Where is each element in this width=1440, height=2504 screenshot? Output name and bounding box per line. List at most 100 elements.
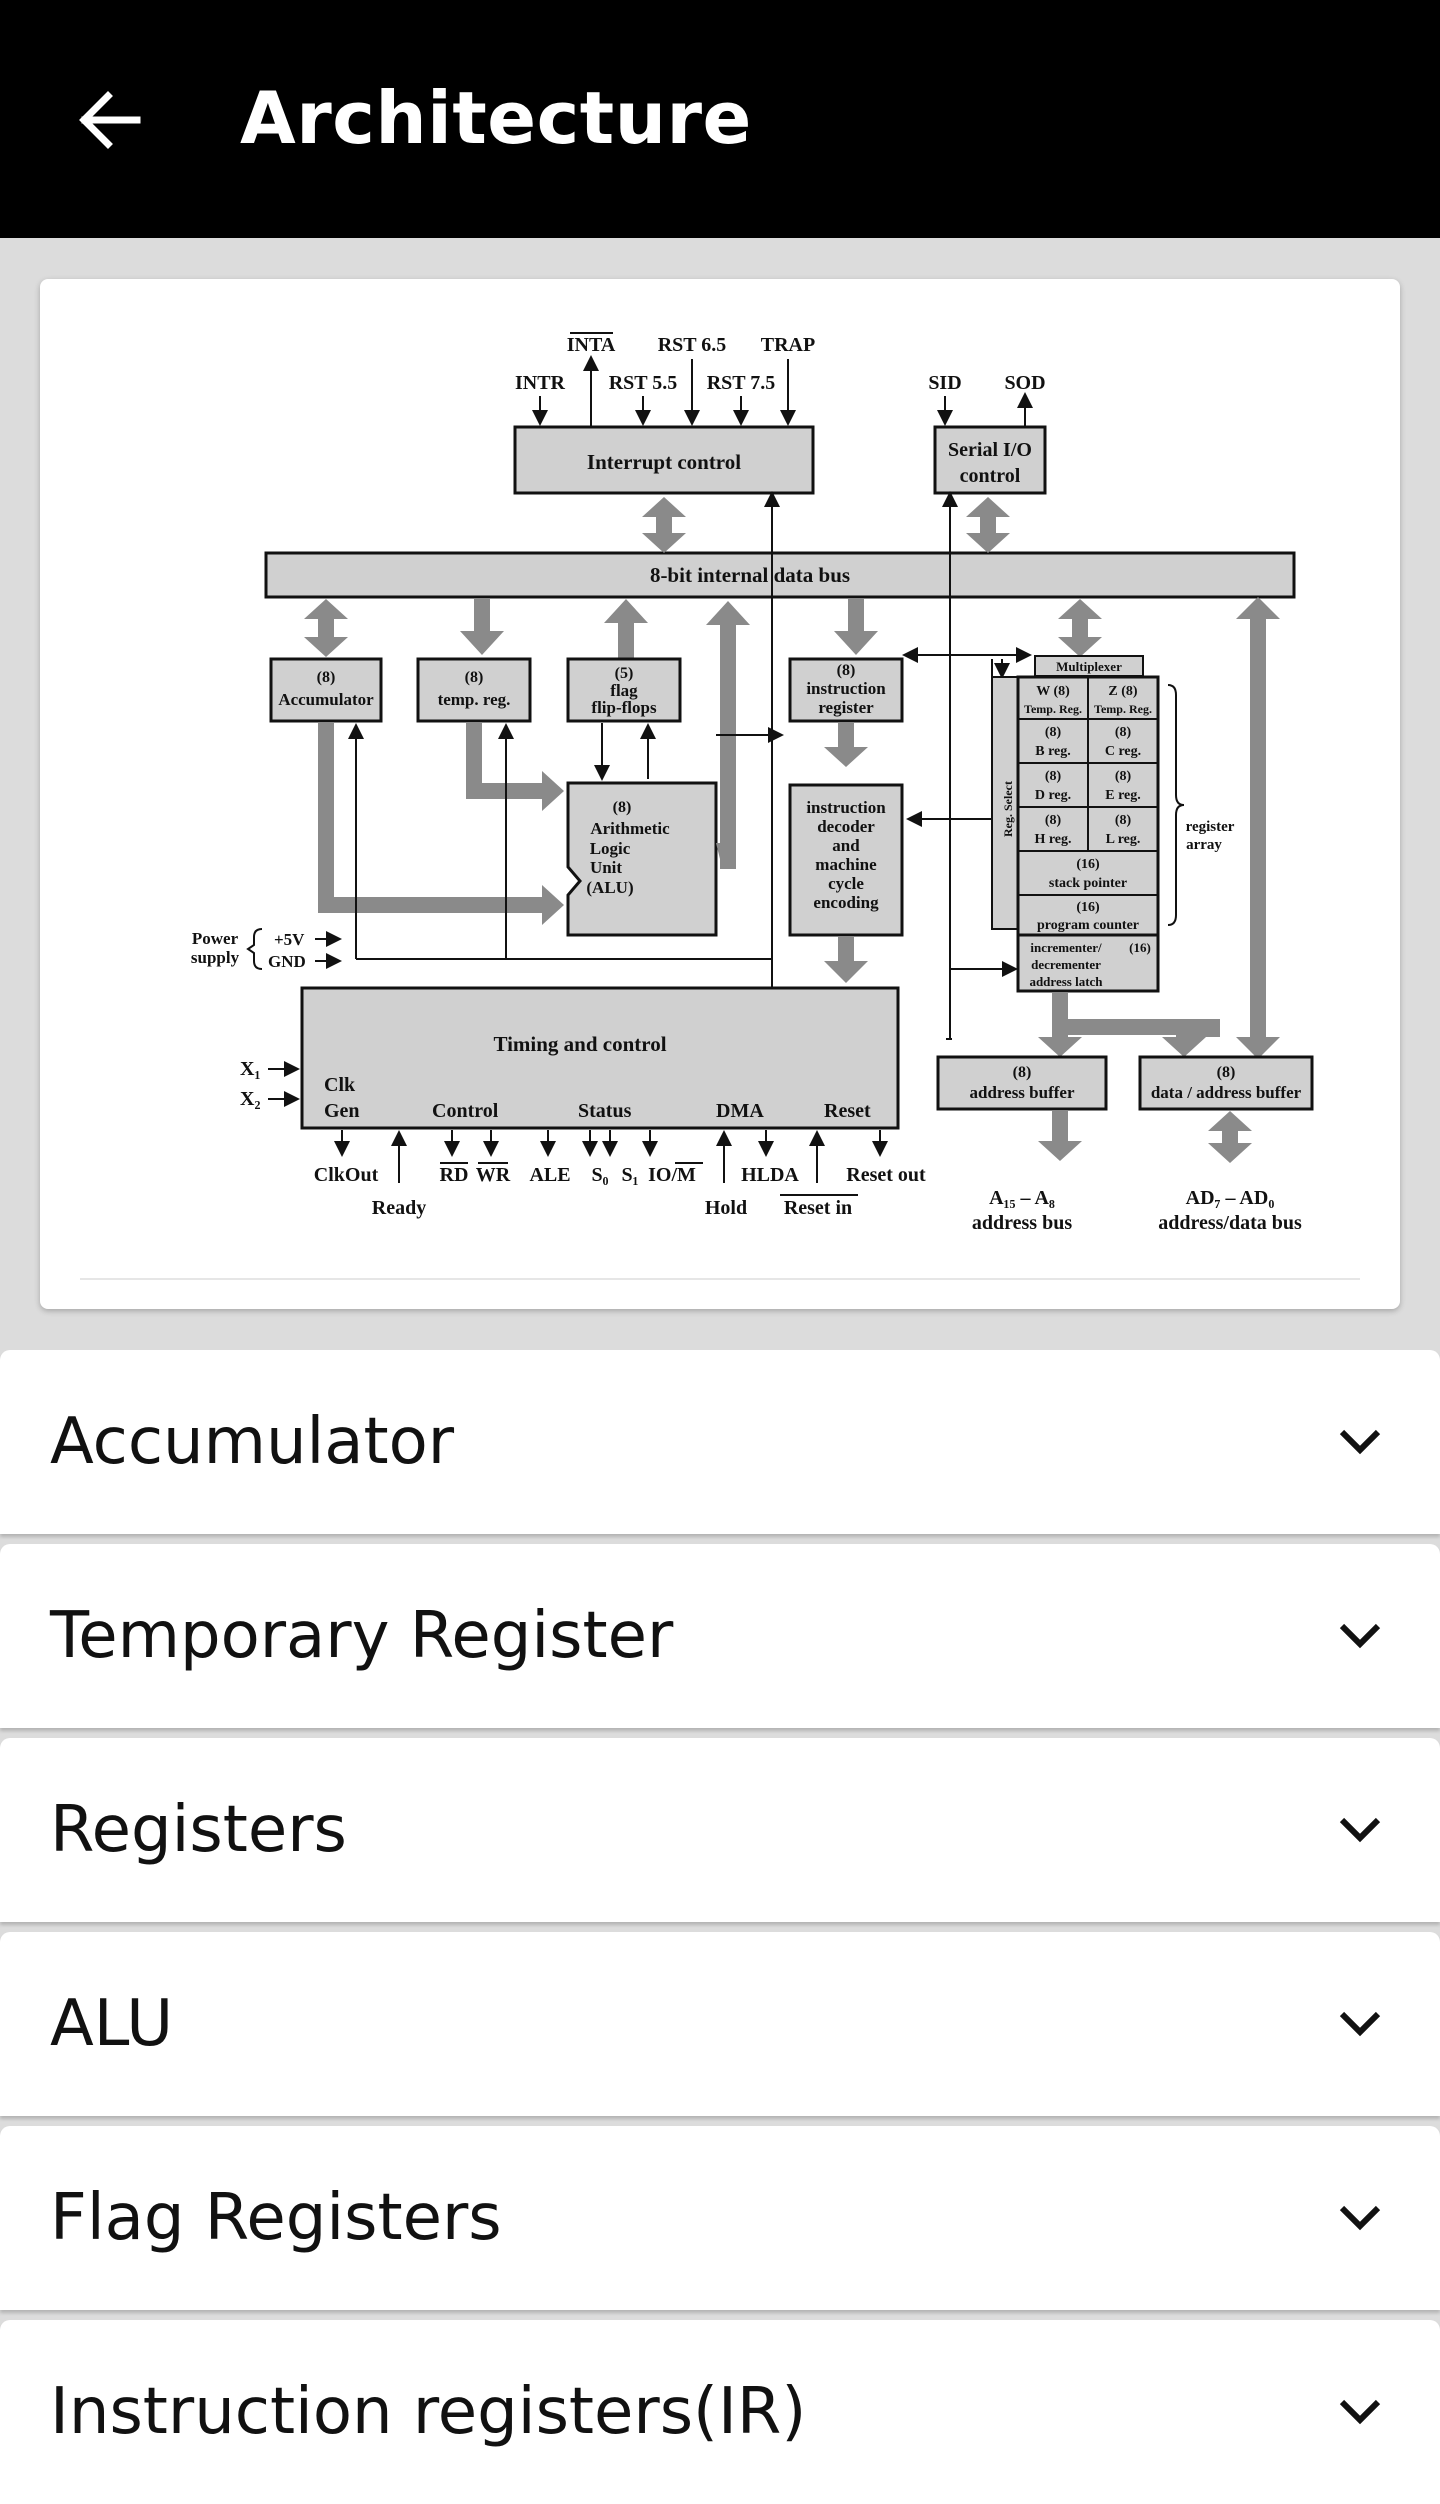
svg-text:stack pointer: stack pointer	[1049, 876, 1127, 891]
svg-text:(8): (8)	[837, 662, 856, 679]
svg-text:program counter: program counter	[1037, 918, 1139, 933]
svg-text:E reg.: E reg.	[1105, 788, 1141, 803]
svg-text:B reg.: B reg.	[1035, 744, 1071, 759]
svg-text:Reset: Reset	[824, 1100, 871, 1122]
interrupt-pins	[532, 355, 1033, 427]
svg-text:Arithmetic: Arithmetic	[590, 819, 670, 838]
svg-text:C reg.: C reg.	[1105, 744, 1141, 759]
accordion-item-registers[interactable]: Registers	[0, 1738, 1440, 1922]
svg-text:Reset in: Reset in	[784, 1197, 852, 1219]
svg-text:Clk: Clk	[324, 1074, 356, 1096]
accordion-item-accumulator[interactable]: Accumulator	[0, 1350, 1440, 1534]
accordion-item-flag-registers[interactable]: Flag Registers	[0, 2126, 1440, 2310]
svg-text:(8): (8)	[1115, 725, 1132, 740]
accordion-item-label: Accumulator	[50, 1405, 455, 1479]
svg-text:cycle: cycle	[828, 874, 864, 893]
accordion-item-label: ALU	[50, 1987, 174, 2061]
svg-text:(8): (8)	[1217, 1064, 1236, 1081]
svg-text:X₁: X₁	[240, 1058, 260, 1080]
svg-text:(8): (8)	[1013, 1064, 1032, 1081]
svg-text:(8): (8)	[465, 669, 484, 686]
svg-text:(8): (8)	[613, 799, 632, 816]
svg-text:RST 7.5: RST 7.5	[707, 372, 776, 394]
accordion-item-temporary-register[interactable]: Temporary Register	[0, 1544, 1440, 1728]
inta-label: INTA	[567, 334, 616, 356]
page-title: Architecture	[240, 76, 752, 160]
svg-text:HLDA: HLDA	[741, 1164, 799, 1186]
timing-and-control: Timing and control	[493, 1032, 666, 1056]
svg-text:supply: supply	[191, 948, 240, 967]
back-button[interactable]	[60, 70, 160, 170]
accordion-item-label: Instruction registers(IR)	[50, 2375, 807, 2449]
svg-text:(ALU): (ALU)	[586, 878, 633, 897]
svg-text:address latch: address latch	[1029, 974, 1103, 989]
svg-text:data / address buffer: data / address buffer	[1151, 1083, 1302, 1102]
svg-text:(8): (8)	[1045, 725, 1062, 740]
svg-text:Control: Control	[432, 1100, 499, 1122]
svg-text:(8): (8)	[1115, 769, 1132, 784]
svg-text:GND: GND	[268, 952, 306, 971]
svg-text:INTR: INTR	[515, 372, 566, 394]
svg-text:W (8): W (8)	[1036, 684, 1070, 699]
svg-text:address bus: address bus	[972, 1212, 1072, 1234]
svg-text:machine: machine	[815, 855, 877, 874]
svg-text:SOD: SOD	[1004, 372, 1045, 394]
svg-text:Ready: Ready	[372, 1197, 426, 1219]
svg-text:register: register	[818, 698, 874, 717]
svg-text:RD: RD	[440, 1164, 469, 1186]
architecture-diagram-card: INTA RST 6.5 TRAP INTR RST 5.5 RST 7.5 S…	[40, 279, 1400, 1309]
svg-text:Gen: Gen	[324, 1100, 360, 1122]
svg-text:incrementer/: incrementer/	[1030, 940, 1102, 955]
svg-text:decoder: decoder	[817, 817, 875, 836]
chevron-down-icon[interactable]	[1330, 1606, 1390, 1666]
chevron-down-icon[interactable]	[1330, 2382, 1390, 2442]
interrupt-control: Interrupt control	[587, 450, 741, 474]
svg-text:address/data bus: address/data bus	[1158, 1212, 1302, 1234]
svg-text:RST 5.5: RST 5.5	[609, 372, 678, 394]
svg-text:RST 6.5: RST 6.5	[658, 334, 727, 356]
svg-text:Multiplexer: Multiplexer	[1056, 659, 1122, 674]
svg-text:Unit: Unit	[590, 858, 622, 877]
svg-text:ALE: ALE	[529, 1164, 570, 1186]
svg-text:Status: Status	[578, 1100, 632, 1122]
svg-text:(16): (16)	[1076, 900, 1100, 915]
svg-text:and: and	[832, 836, 860, 855]
svg-text:instruction: instruction	[806, 679, 886, 698]
svg-text:flag: flag	[610, 681, 638, 700]
svg-text:array: array	[1186, 837, 1222, 853]
svg-text:(8): (8)	[1045, 813, 1062, 828]
architecture-diagram: INTA RST 6.5 TRAP INTR RST 5.5 RST 7.5 S…	[80, 332, 1360, 1280]
svg-text:D reg.: D reg.	[1035, 788, 1071, 803]
data-bus-label: 8-bit internal data bus	[650, 563, 850, 587]
svg-text:+5V: +5V	[274, 930, 305, 949]
svg-text:decrementer: decrementer	[1031, 957, 1101, 972]
svg-text:temp. reg.: temp. reg.	[438, 690, 511, 709]
svg-text:S₀: S₀	[591, 1164, 608, 1186]
svg-text:Hold: Hold	[705, 1197, 747, 1219]
svg-text:TRAP: TRAP	[761, 334, 815, 356]
svg-text:(8): (8)	[1115, 813, 1132, 828]
svg-text:ClkOut: ClkOut	[314, 1164, 379, 1186]
svg-text:(16): (16)	[1076, 857, 1100, 872]
svg-text:(8): (8)	[1045, 769, 1062, 784]
svg-text:Power: Power	[192, 929, 239, 948]
svg-text:flip-flops: flip-flops	[591, 698, 657, 717]
accumulator-box: Accumulator	[278, 690, 374, 709]
chevron-down-icon[interactable]	[1330, 1800, 1390, 1860]
accordion-item-instruction-registers-ir[interactable]: Instruction registers(IR)	[0, 2320, 1440, 2504]
chevron-down-icon[interactable]	[1330, 1994, 1390, 2054]
accordion-item-alu[interactable]: ALU	[0, 1932, 1440, 2116]
svg-text:(16): (16)	[1129, 940, 1151, 955]
svg-text:SID: SID	[928, 372, 961, 394]
accordion-item-label: Flag Registers	[50, 2181, 502, 2255]
svg-text:S₁: S₁	[621, 1164, 638, 1186]
svg-text:Reset out: Reset out	[846, 1164, 926, 1186]
app-bar: Architecture	[0, 0, 1440, 238]
svg-text:L reg.: L reg.	[1106, 832, 1141, 847]
svg-text:address buffer: address buffer	[970, 1083, 1075, 1102]
chevron-down-icon[interactable]	[1330, 2188, 1390, 2248]
chevron-down-icon[interactable]	[1330, 1412, 1390, 1472]
svg-text:(8): (8)	[317, 669, 336, 686]
svg-text:AD₇ – AD₀: AD₇ – AD₀	[1186, 1187, 1275, 1209]
svg-text:control: control	[960, 465, 1021, 487]
